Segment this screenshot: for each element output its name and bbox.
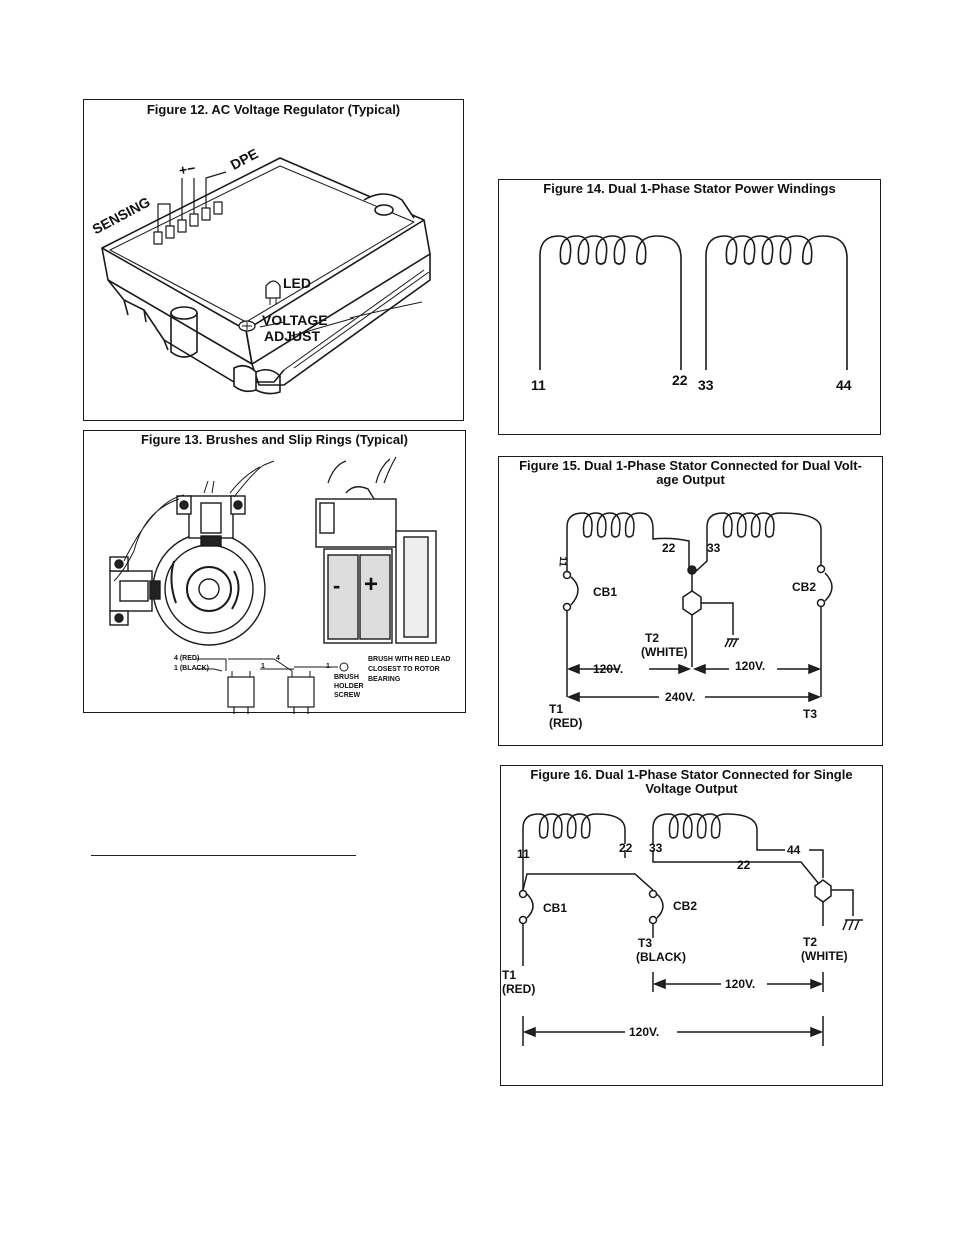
- figure-13-panel: Figure 13. Brushes and Slip Rings (Typic…: [83, 430, 466, 714]
- brush-holder-screw-label: BRUSH HOLDER SCREW: [334, 674, 364, 699]
- figure-15-title-line1: Figure 15. Dual 1-Phase Stator Connected…: [519, 458, 862, 473]
- terminal-11-label: 11: [531, 377, 546, 393]
- figure-15-title-line2: age Output: [656, 472, 725, 487]
- terminal-22-label: 22: [619, 841, 633, 855]
- cb1-label: CB1: [543, 901, 568, 915]
- voltage-120-right-label: 120V.: [735, 659, 766, 673]
- led-label: LED: [283, 275, 311, 291]
- voltage-regulator-drawing: [101, 157, 431, 395]
- red-label: (RED): [549, 716, 583, 730]
- minus-sign-label: -: [333, 573, 341, 598]
- voltage-120-top-label: 120V.: [725, 977, 756, 991]
- white-label: (WHITE): [801, 949, 848, 963]
- adjust-label: ADJUST: [264, 328, 321, 344]
- plus-sign-label: +: [364, 571, 379, 598]
- single-voltage-schematic: [518, 813, 863, 1046]
- voltage-120-bottom-label: 120V.: [629, 1025, 660, 1039]
- t1-label: T1: [549, 702, 564, 716]
- t3-label: T3: [638, 936, 653, 950]
- terminal-44-label: 44: [787, 843, 801, 857]
- black-label: (BLACK): [636, 950, 686, 964]
- figure-16-title-line1: Figure 16. Dual 1-Phase Stator Connected…: [530, 767, 853, 782]
- brush-note-label: BRUSH WITH RED LEAD CLOSEST TO ROTOR BEA…: [368, 656, 451, 683]
- terminal-33-label: 33: [707, 541, 721, 555]
- plus-minus-label: +−: [177, 159, 197, 179]
- figure-13-title: Figure 13. Brushes and Slip Rings (Typic…: [140, 432, 409, 447]
- dual-voltage-schematic: [562, 512, 833, 703]
- brushes-slip-rings-drawing: [109, 456, 437, 714]
- cb2-label: CB2: [792, 580, 817, 594]
- terminal-33-label: 33: [698, 377, 714, 393]
- terminal-22-label: 22: [672, 372, 688, 388]
- wire-22-label: 22: [737, 858, 751, 872]
- wire-1a-label: 1: [261, 663, 265, 670]
- wire-4-label: 4: [276, 655, 280, 662]
- terminal-11-label: 11: [517, 847, 530, 861]
- terminal-22-label: 22: [662, 541, 676, 555]
- figure-16-panel: Figure 16. Dual 1-Phase Stator Connected…: [500, 765, 883, 1086]
- figure-14-title: Figure 14. Dual 1-Phase Stator Power Win…: [543, 181, 836, 196]
- t3-label: T3: [803, 707, 818, 721]
- terminal-33-label: 33: [649, 841, 663, 855]
- black-lead-label: 1 (BLACK): [174, 665, 209, 672]
- figure-16-title-line2: Voltage Output: [645, 781, 738, 796]
- t2-label: T2: [645, 631, 660, 645]
- t2-label: T2: [803, 935, 818, 949]
- terminal-11-label: 11: [556, 555, 569, 568]
- figure-12-panel: Figure 12. AC Voltage Regulator (Typical…: [83, 99, 464, 421]
- t1-label: T1: [502, 968, 517, 982]
- red-lead-label: 4 (RED): [174, 655, 200, 662]
- stator-windings-drawing: [539, 235, 848, 370]
- red-label: (RED): [502, 982, 536, 996]
- cb2-label: CB2: [673, 899, 698, 913]
- wire-1b-label: 1: [326, 663, 330, 670]
- voltage-label: VOLTAGE: [262, 312, 328, 328]
- figure-12-title: Figure 12. AC Voltage Regulator (Typical…: [146, 102, 401, 117]
- figure-15-panel: Figure 15. Dual 1-Phase Stator Connected…: [498, 456, 883, 746]
- horizontal-rule: [91, 855, 356, 856]
- white-label: (WHITE): [641, 645, 688, 659]
- terminal-44-label: 44: [836, 377, 852, 393]
- voltage-120-left-label: 120V.: [593, 662, 624, 676]
- cb1-label: CB1: [593, 585, 618, 599]
- voltage-240-label: 240V.: [665, 690, 696, 704]
- figure-14-panel: Figure 14. Dual 1-Phase Stator Power Win…: [498, 179, 881, 435]
